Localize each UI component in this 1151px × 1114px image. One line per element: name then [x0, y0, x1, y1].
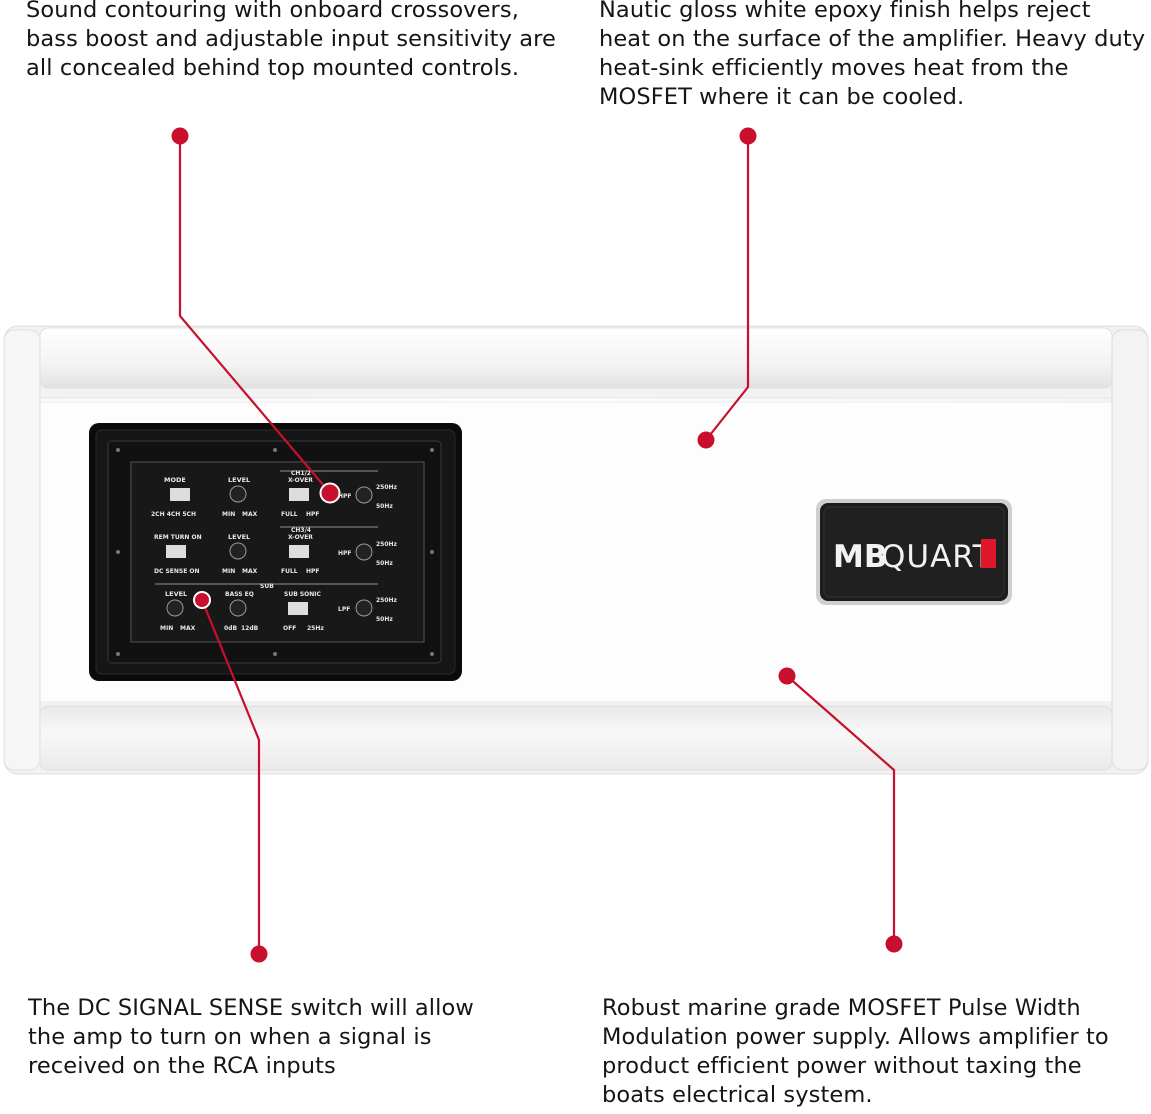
bass-eq-knob[interactable]	[229, 599, 247, 617]
dc-sense-on-label: DC SENSE ON	[154, 568, 200, 575]
bass-eq-0db-label: 0dB	[224, 625, 237, 632]
ch12-min-label: MIN	[222, 511, 235, 518]
ch12-filter-label: HPF	[338, 493, 352, 500]
sub-50hz-label: 50Hz	[376, 616, 393, 623]
ch34-level-knob[interactable]	[229, 542, 247, 560]
callout-dot-finish-target	[697, 431, 715, 449]
ch34-hpf-label: HPF	[306, 568, 320, 575]
ch34-filter-label: HPF	[338, 550, 352, 557]
sub-level-label: LEVEL	[165, 590, 187, 598]
ch12-xover-label: X-OVER	[288, 477, 313, 484]
ch12-level-knob[interactable]	[229, 485, 247, 503]
ch12-xover-switch[interactable]	[289, 488, 309, 501]
ch34-max-label: MAX	[242, 568, 258, 575]
ch34-freq-knob[interactable]	[355, 543, 373, 561]
sub-sonic-off-label: OFF	[283, 625, 296, 632]
callout-dot-signal-sense-target	[193, 591, 211, 609]
ch12-label: CH1/2	[291, 470, 311, 477]
svg-text:QUART: QUART	[881, 539, 993, 575]
callout-line-power-supply	[786, 675, 896, 944]
sub-sonic-25hz-label: 25Hz	[307, 625, 324, 632]
callout-line-controls	[178, 136, 331, 494]
ch12-level-label: LEVEL	[228, 476, 250, 484]
sub-level-knob[interactable]	[166, 599, 184, 617]
callout-dot-finish-top	[739, 127, 757, 145]
mode-options-label: 2CH 4CH 5CH	[151, 511, 196, 518]
callout-dot-controls-top	[171, 127, 189, 145]
ch12-full-label: FULL	[281, 511, 298, 518]
ch34-level-label: LEVEL	[228, 533, 250, 541]
control-panel: MODE 2CH 4CH 5CH LEVEL MIN MAX CH1/2 X-O…	[89, 423, 462, 681]
sub-min-label: MIN	[160, 625, 173, 632]
ch34-50hz-label: 50Hz	[376, 560, 393, 567]
sub-sonic-label: SUB SONIC	[284, 591, 322, 598]
sub-sonic-switch[interactable]	[288, 602, 308, 615]
ch34-xover-switch[interactable]	[289, 545, 309, 558]
svg-text:MB: MB	[833, 539, 887, 575]
callout-dot-power-supply-target	[778, 667, 796, 685]
mode-label: MODE	[164, 476, 186, 484]
callout-controls: Sound contouring with onboard crossovers…	[26, 0, 556, 81]
callout-line-signal-sense	[200, 599, 261, 954]
bass-eq-label: BASS EQ	[225, 591, 254, 598]
ch12-50hz-label: 50Hz	[376, 503, 393, 510]
callout-finish: Nautic gloss white epoxy finish helps re…	[599, 0, 1146, 110]
rem-turn-on-label: REM TURN ON	[154, 534, 202, 541]
ch34-full-label: FULL	[281, 568, 298, 575]
ch12-max-label: MAX	[242, 511, 258, 518]
bass-eq-12db-label: 12dB	[241, 625, 259, 632]
ch34-xover-label: X-OVER	[288, 534, 313, 541]
ch34-250hz-label: 250Hz	[376, 541, 398, 548]
ch34-label: CH3/4	[291, 527, 311, 534]
callout-signal-sense: The DC SIGNAL SENSE switch will allow th…	[28, 995, 474, 1079]
ch12-250hz-label: 250Hz	[376, 484, 398, 491]
mode-switch[interactable]	[170, 488, 190, 501]
sub-250hz-label: 250Hz	[376, 597, 398, 604]
sub-max-label: MAX	[180, 625, 196, 632]
sub-freq-knob[interactable]	[355, 599, 373, 617]
dc-sense-switch[interactable]	[166, 545, 186, 558]
callout-line-finish	[705, 136, 750, 441]
ch12-freq-knob[interactable]	[355, 486, 373, 504]
mb-quart-logo: MB QUART	[816, 499, 1012, 605]
callout-dot-controls-target	[319, 482, 341, 504]
sub-label: SUB	[260, 583, 274, 590]
sub-filter-label: LPF	[338, 606, 350, 613]
ch12-hpf-label: HPF	[306, 511, 320, 518]
callout-power-supply: Robust marine grade MOSFET Pulse Width M…	[602, 995, 1109, 1108]
ch34-min-label: MIN	[222, 568, 235, 575]
callout-dot-signal-sense-bottom	[250, 945, 268, 963]
callout-dot-power-supply-bottom	[885, 935, 903, 953]
